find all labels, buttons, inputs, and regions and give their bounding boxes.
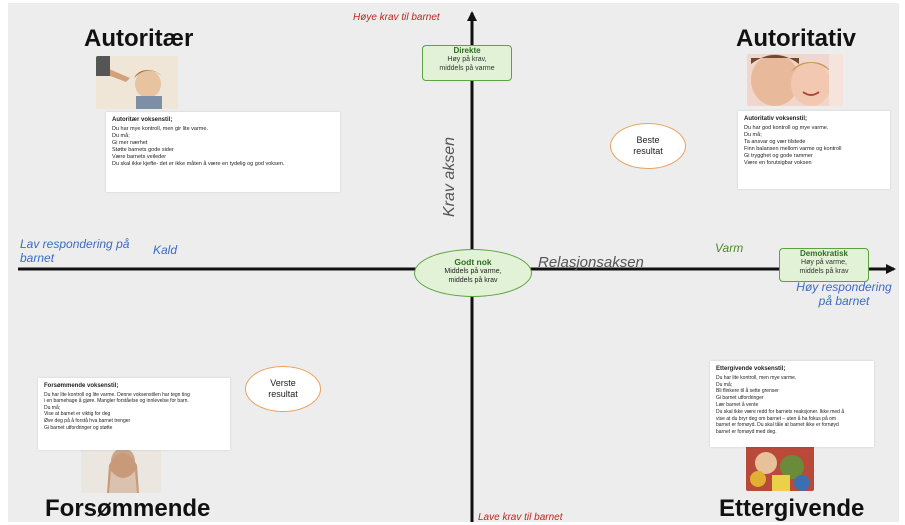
info-line: Du har lite kontroll og lite varme. Denn… [44,391,190,398]
info-line: Lær barnet å vente [716,401,759,408]
info-line: Du må; [44,404,61,411]
info-line: Du skal ikke være redd for barnets reaks… [716,408,845,415]
warm-label: Varm [715,241,744,255]
beste-resultat-ellipse: Beste resultat [610,123,686,169]
ettergivende-info-heading: Ettergivende voksenstil; [716,366,786,372]
ettergivende-title: Ettergivende [719,495,865,522]
top-axis-label: Høye krav til barnet [353,12,440,23]
left-axis-label: Lav respondering på barnet [20,237,130,265]
demokratisk-box: Demokratisk Høy på varme, middels på kra… [779,248,869,282]
demokratisk-line2: middels på krav [799,268,849,275]
vertical-axis-title: Krav aksen [441,136,458,217]
info-line: Du har god kontroll og mye varme. [744,125,829,131]
ettergivende-info-box: Ettergivende voksenstil; Du har lite kon… [710,361,874,447]
autoritativ-info-box: Autoritativ voksenstil; Du har god kontr… [738,111,890,189]
diagram-canvas: Høye krav til barnet Lave krav til barne… [8,3,899,522]
info-line: Du må; [744,132,762,138]
beste-line2: resultat [633,146,663,156]
cold-label: Kald [153,243,178,257]
right-axis-label: Høy respondering på barnet [796,280,892,308]
forsommende-title: Forsømmende [45,495,211,522]
info-line: i en barnehage å gjøre. Mangler forståel… [44,398,189,405]
direkte-line1: Høy på krav, [447,56,487,63]
autoritaer-info-heading: Autoritær voksenstil; [112,117,173,123]
info-line: vise at du bryr deg om barnet – uten å h… [716,415,837,422]
forsommende-info-box: Forsømmende voksenstil; Du har lite kont… [38,378,230,450]
verste-line1: Verste [270,378,296,388]
direkte-title: Direkte [453,46,481,55]
godt-nok-ellipse: Godt nok Middels på varme, middels på kr… [414,249,532,297]
verste-line2: resultat [268,389,298,399]
autoritativ-info-heading: Autoritativ voksenstil; [744,116,808,122]
direkte-box: Direkte Høy på krav, middels på varme [422,45,512,81]
info-line: Du har lite kontroll, men mye varme. [716,374,797,381]
info-line: Du må; [112,133,130,139]
forsommende-info-heading: Forsømmende voksenstil; [44,383,119,389]
info-line: Bli flinkere til å sette grenser [716,388,779,395]
info-line: Finn balansen mellom varme og kontroll [744,146,842,152]
info-line: Øve deg på å forstå hva barnet trenger [44,417,131,424]
info-line: Gi trygghet og gode rammer [744,153,813,159]
info-line: Støtte barnets gode sider [112,147,174,153]
direkte-line2: middels på varme [439,65,495,72]
bottom-axis-label: Lave krav til barnet [478,512,563,522]
info-line: barnet er fornøyd med deg. [716,429,777,436]
demokratisk-title: Demokratisk [799,249,849,258]
verste-resultat-ellipse: Verste resultat [245,366,321,412]
beste-line1: Beste [636,135,660,145]
info-line: Vise at barnet er viktig for deg [44,411,111,418]
info-line: barnet er fornøyd. Du skal tåle at barne… [716,422,839,429]
info-line: Du har mye kontroll, men gir lite varme. [112,126,208,132]
info-line: Være en forutsigbar voksen [744,160,812,166]
godt-nok-title: Godt nok [454,257,492,267]
autoritaer-title: Autoritær [84,25,194,52]
info-line: Ta ansvar og vær tilstede [744,139,806,145]
ettergivende-photo [746,445,814,491]
info-line: Gi barnet utfordringer og støtte [44,424,113,431]
forsommende-photo [81,445,161,493]
autoritaer-info-box: Autoritær voksenstil; Du har mye kontrol… [106,112,340,192]
autoritaer-photo [96,56,178,109]
autoritativ-title: Autoritativ [736,25,856,52]
autoritativ-photo [747,54,843,106]
demokratisk-line1: Høy på varme, [801,259,847,266]
info-line: Du må; [716,381,733,388]
info-line: Gi mer nærhet [112,140,148,146]
info-line: Gi barnet utfordringer [716,395,764,402]
info-line: Være barnets veileder [112,154,167,160]
horizontal-axis-title: Relasjonsaksen [538,254,644,271]
info-line: Du skal ikke kjefte- det er ikke måten å… [112,161,285,167]
godt-nok-line2: middels på krav [448,277,498,284]
godt-nok-line1: Middels på varme, [444,268,502,275]
